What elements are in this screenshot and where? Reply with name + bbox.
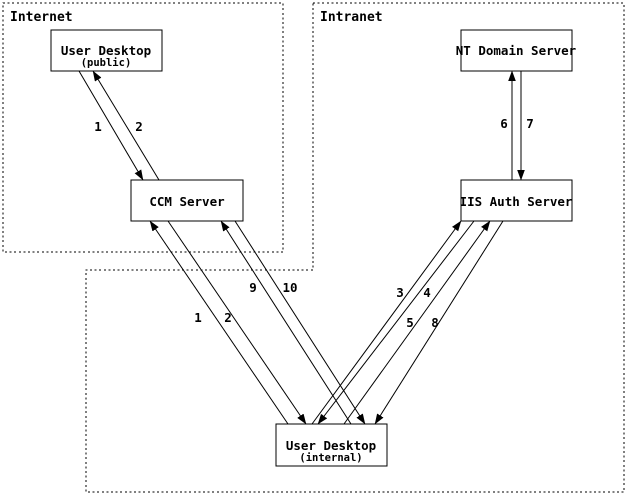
intranet-zone-label: Intranet (320, 10, 383, 25)
user-desktop-public-title: User Desktop (61, 43, 151, 58)
node-iis-auth-server: IIS Auth Server (460, 179, 573, 222)
flow-label-8: 8 (431, 315, 439, 330)
flow-9-internal-desktop-to-ccm (220, 220, 352, 425)
flow-10-ccm-to-internal-desktop (234, 220, 366, 425)
nt-domain-server-title: NT Domain Server (456, 43, 577, 58)
internet-zone-border (2, 2, 284, 253)
node-ccm-server: CCM Server (130, 179, 244, 222)
user-desktop-public-subtitle: (public) (81, 57, 132, 69)
flow-label-9: 9 (249, 280, 257, 295)
node-user-desktop-internal: User Desktop (internal) (275, 423, 388, 467)
nodes: User Desktop (public) CCM Server NT Doma… (50, 29, 577, 467)
flow-1-public-desktop-to-ccm (78, 70, 144, 181)
nt-domain-server-box (460, 29, 573, 72)
node-user-desktop-public: User Desktop (public) (50, 29, 163, 72)
flow-3-internal-desktop-to-iis (311, 220, 462, 425)
flow-label-4: 4 (423, 285, 431, 300)
user-desktop-internal-title: User Desktop (286, 438, 376, 453)
user-desktop-internal-box (275, 423, 388, 467)
flow-label-6: 6 (500, 116, 508, 131)
flow-2-ccm-to-public-desktop (92, 70, 160, 181)
flow-label-1-public: 1 (94, 119, 102, 134)
flow-labels: 1 2 1 2 9 10 6 7 3 4 5 8 (94, 116, 534, 330)
flow-label-1-internal: 1 (194, 310, 202, 325)
flow-label-5: 5 (406, 315, 414, 330)
ccm-server-title: CCM Server (149, 194, 225, 209)
flow-label-3: 3 (396, 285, 404, 300)
internet-zone-label: Internet (10, 10, 73, 25)
iis-auth-server-title: IIS Auth Server (460, 194, 573, 209)
flow-2-ccm-to-internal-desktop (167, 220, 307, 425)
flow-1-internal-desktop-to-ccm (149, 220, 289, 425)
flow-label-2-public: 2 (135, 119, 143, 134)
flow-8-iis-to-internal-desktop (374, 220, 504, 425)
intranet-zone-border (85, 2, 625, 493)
flow-label-7: 7 (526, 116, 534, 131)
user-desktop-public-box (50, 29, 163, 72)
node-nt-domain-server: NT Domain Server (456, 29, 577, 72)
iis-auth-server-box (460, 179, 573, 222)
flow-arrows (78, 70, 525, 425)
flow-label-2-internal: 2 (224, 310, 232, 325)
ccm-server-box (130, 179, 244, 222)
flow-label-10: 10 (282, 280, 297, 295)
flow-5-internal-desktop-to-iis (343, 220, 491, 425)
flow-4-iis-to-internal-desktop (317, 220, 475, 425)
user-desktop-internal-subtitle: (internal) (299, 452, 362, 464)
